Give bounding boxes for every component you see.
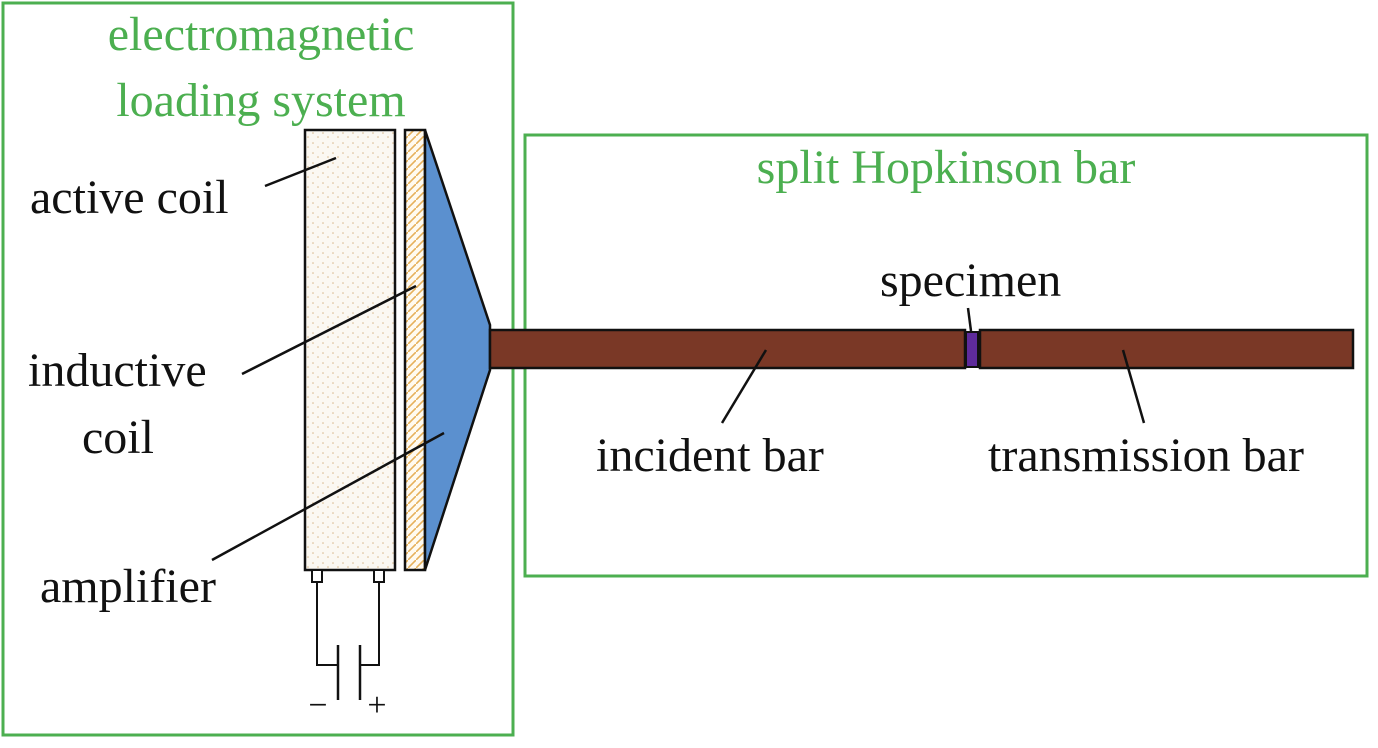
shpb-title: split Hopkinson bar (757, 141, 1136, 194)
active-coil-leader (264, 156, 337, 188)
amplifier (423, 129, 492, 571)
loading-system-title-line2: loading system (116, 74, 405, 127)
specimen-leader (966, 307, 973, 332)
terminal-left (311, 569, 323, 583)
active-coil (303, 128, 397, 572)
transmission-bar-leader (1121, 349, 1146, 424)
positive-terminal-label: + (367, 687, 386, 724)
specimen-label: specimen (880, 254, 1061, 307)
inductive-coil-label-line1: inductive (28, 344, 207, 397)
circuit-wire-left (316, 582, 338, 666)
negative-terminal-label: − (308, 687, 327, 724)
amplifier-leader (211, 431, 445, 562)
active-coil-label: active coil (30, 171, 229, 224)
loading-system-title-line1: electromagnetic (108, 8, 415, 61)
amplifier-label: amplifier (40, 560, 216, 613)
inductive-coil (403, 128, 427, 572)
specimen (965, 331, 979, 368)
transmission-bar-label: transmission bar (988, 429, 1304, 482)
incident-bar-leader (720, 349, 768, 424)
circuit-wire-right (360, 582, 380, 666)
terminal-right (373, 569, 385, 583)
inductive-coil-leader (241, 284, 417, 376)
transmission-bar (978, 328, 1355, 370)
inductive-coil-label-line2: coil (82, 411, 154, 464)
incident-bar-label: incident bar (596, 429, 824, 482)
incident-bar (488, 328, 967, 370)
